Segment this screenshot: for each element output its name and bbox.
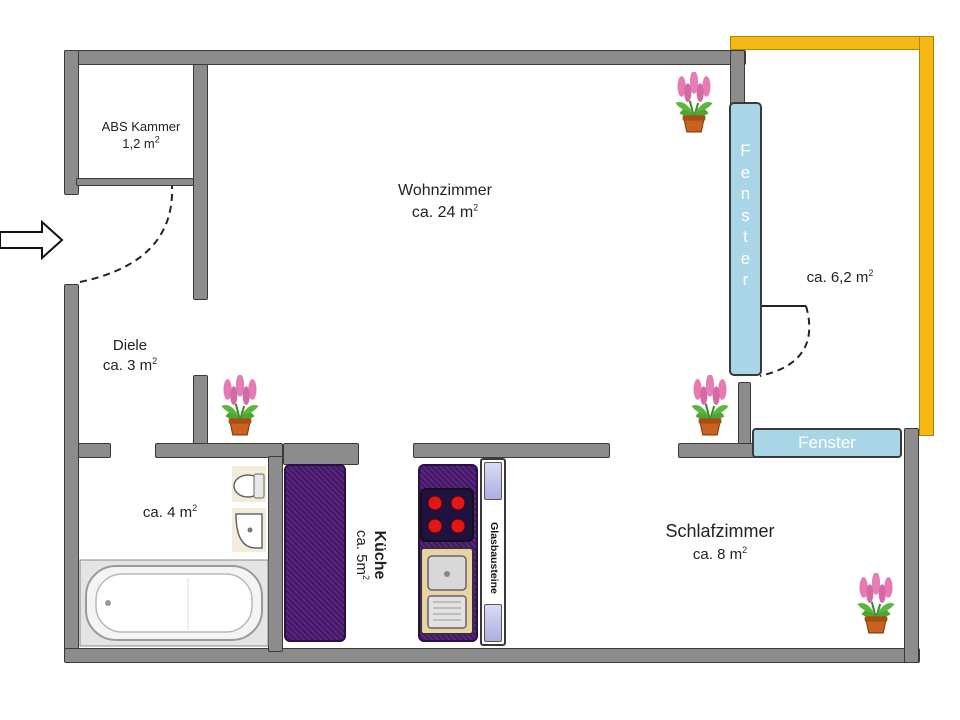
window-vertical: F e n s t e r [729,102,762,376]
plant-icon [220,375,260,436]
room-balkon: ca. 6,2 m2 [795,268,885,288]
room-diele: Diele ca. 3 m2 [90,336,170,376]
plant-icon [690,375,730,436]
room-schlafzimmer-name: Schlafzimmer [665,521,775,541]
wall-abs-bottom [76,178,194,186]
glass-block-bottom [484,604,502,642]
toilet-icon [232,466,266,502]
wall-mid-2 [155,443,283,458]
bathtub-icon [79,559,269,647]
hob-burner [450,518,466,534]
room-bad-area: ca. 4 m [142,504,193,521]
room-diele-area: ca. 3 m [102,357,153,374]
balcony-rail-right [919,36,934,436]
washbasin-icon [232,508,266,552]
wall-bath-kitchen [268,456,283,652]
plant-icon [674,72,714,133]
room-diele-name: Diele [112,337,148,354]
room-schlafzimmer: Schlafzimmer ca. 8 m2 [640,520,800,566]
wall-mid-1 [78,443,111,458]
room-abs-kammer-name: ABS Kammer [101,119,181,134]
window-vertical-label: F e n s t e r [740,141,751,289]
kitchen-counter-left [284,464,346,642]
room-abs-kammer: ABS Kammer 1,2 m2 [88,118,194,152]
room-abs-kammer-sup: 2 [154,134,160,145]
sink-icon [420,547,474,635]
room-schlafzimmer-area: ca. 8 m [692,546,743,563]
hob-icon [420,488,474,542]
hob-burner [427,518,443,534]
room-balkon-sup: 2 [868,268,874,278]
plant-icon [856,573,896,634]
room-bad-sup: 2 [192,503,198,513]
window-horizontal: Fenster [752,428,902,458]
wall-mid-4 [413,443,610,458]
hob-burner [450,495,466,511]
wall-left-upper [64,50,79,195]
room-schlafzimmer-sup: 2 [742,545,748,555]
wall-right-bedroom [904,428,919,663]
room-wohnzimmer: Wohnzimmer ca. 24 m2 [380,180,510,224]
entrance-arrow-icon [0,219,64,261]
hob-burner [427,495,443,511]
balcony-door-swing [759,305,811,377]
room-wohnzimmer-sup: 2 [473,202,479,213]
room-balkon-area: ca. 6,2 m [806,269,869,286]
room-wohnzimmer-area: ca. 24 m [411,204,474,221]
room-abs-kammer-area: 1,2 m [122,136,155,151]
room-diele-sup: 2 [152,356,158,366]
room-bad: ca. 4 m2 [130,503,210,523]
glass-block-top [484,462,502,500]
room-wohnzimmer-name: Wohnzimmer [398,182,492,199]
